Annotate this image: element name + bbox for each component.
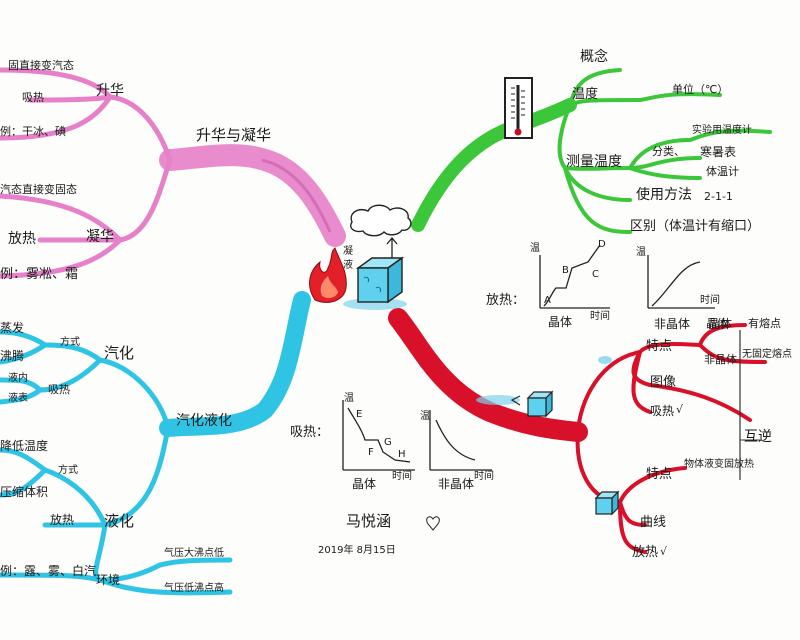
graph-point-d: D <box>598 239 606 250</box>
graph-point-e: E <box>356 409 363 420</box>
graph-release-noncrystal-axis-time: 时间 <box>700 295 720 306</box>
sublimate-heat: 吸热 <box>22 91 44 104</box>
graph-release-crystal-axis-time: 时间 <box>590 311 610 322</box>
melt-character-label: 特点 <box>646 339 673 354</box>
heart-icon <box>426 516 440 531</box>
graph-release-crystal-title: 晶体 <box>548 315 573 329</box>
graph-point-c: C <box>592 269 599 280</box>
sublimation-title: 升华与凝华 <box>196 126 272 144</box>
melt-note-top: 有熔点 <box>748 317 781 330</box>
vapor-label: 汽化 <box>104 344 135 362</box>
env-note-low-pressure: 气压低沸点高 <box>164 583 224 594</box>
usage-label: 使用方法 <box>636 187 692 203</box>
graph-point-g: G <box>384 437 392 448</box>
unit-label: 单位（℃） <box>672 83 729 96</box>
vaporization-title: 汽化液化 <box>176 413 232 429</box>
env-note-high-pressure: 气压大沸点低 <box>164 548 224 559</box>
ice-cube-icon <box>343 256 407 310</box>
graph-point-h: H <box>398 449 406 460</box>
graph-absorb-crystal-axis-time: 时间 <box>392 471 412 482</box>
liquid-mode-compress: 压缩体积 <box>0 485 49 499</box>
graph-absorb-crystal-title: 晶体 <box>352 477 377 491</box>
green-main-branch <box>411 98 577 232</box>
graph-release-crystal <box>539 244 610 309</box>
liquid-env-examples: 例：露、雾、白汽 <box>0 564 97 578</box>
melt-crystal: 晶体 <box>706 317 728 330</box>
vapor-mode-boiling: 沸腾 <box>0 349 25 363</box>
graph-absorb-noncrystal-axis-temp: 温 <box>420 411 430 422</box>
center-label-b: 液 <box>343 260 353 271</box>
degree-label: 温度 <box>572 87 599 102</box>
type-item-lab: 实验用温度计 <box>692 125 752 136</box>
freeze-note: 物体液变固放热 <box>684 459 754 470</box>
vapor-modes-label: 方式 <box>60 337 80 348</box>
graph-release-noncrystal-axis-temp: 温 <box>636 247 646 258</box>
vapor-note-surface: 液表 <box>8 393 28 404</box>
types-label: 分类、 <box>652 145 685 158</box>
freeze-release-label: 放热 <box>632 545 659 560</box>
measure-label: 测量温度 <box>566 154 622 170</box>
small-ice-cube-icon <box>476 356 612 418</box>
graph-absorb-crystal <box>342 400 415 471</box>
desublimate-heat: 放热 <box>8 231 36 247</box>
type-item-weather: 寒暑表 <box>700 145 737 159</box>
liquid-env-label: 环境 <box>96 573 121 587</box>
sublimate-label: 升华 <box>96 83 124 99</box>
red-main-branch <box>388 308 588 442</box>
cyan-sub-branches <box>0 329 233 596</box>
vapor-mode-evaporation: 蒸发 <box>0 321 25 335</box>
desublimate-label: 凝华 <box>86 229 114 245</box>
sublimate-definition: 固直接变汽态 <box>8 59 74 72</box>
cyan-main-branch <box>159 291 311 437</box>
graph-release-noncrystal-title: 非晶体 <box>654 317 691 331</box>
liquid-heat: 放热 <box>50 513 75 527</box>
pink-main-branch-shade <box>261 158 332 233</box>
graph-absorb-noncrystal-title: 非晶体 <box>438 477 475 491</box>
freeze-character-label: 特点 <box>646 467 673 482</box>
graph-release-heat-label: 放热： <box>486 293 526 308</box>
lower-ice-cube-icon <box>594 490 620 516</box>
liquid-modes-label: 方式 <box>58 465 78 476</box>
graph-absorb-crystal-axis-temp: 温 <box>344 393 354 404</box>
melt-noncrystal: 非晶体 <box>704 353 737 366</box>
reverse-label: 互逆 <box>744 429 772 445</box>
vapor-heat: 吸热 <box>48 383 70 396</box>
pink-sub-branches <box>0 67 173 279</box>
graph-release-noncrystal <box>647 255 715 309</box>
flame-icon <box>309 247 347 303</box>
melt-absorb-label: 吸热 <box>650 404 675 418</box>
freeze-release-mark: √ <box>660 545 668 558</box>
melt-note-mid: 无固定熔点 <box>742 349 792 360</box>
graph-point-a: A <box>544 295 551 306</box>
graph-absorb-heat-label: 吸热： <box>290 425 330 440</box>
melt-absorb-mark: √ <box>676 403 684 416</box>
concept-label: 概念 <box>580 49 608 65</box>
graph-absorb-noncrystal <box>429 410 492 471</box>
sublimate-example: 例：干冰、碘 <box>0 125 66 138</box>
type-item-body: 体温计 <box>706 165 739 178</box>
melt-image-label: 图像 <box>650 375 677 390</box>
liquid-mode-cooling: 降低温度 <box>0 439 49 453</box>
center-label-a: 凝 <box>343 246 353 257</box>
desublimate-definition: 汽态直接变固态 <box>0 183 77 196</box>
graph-absorb-noncrystal-axis-time: 时间 <box>474 471 494 482</box>
thermometer-icon <box>504 77 533 139</box>
desublimate-example: 例：雾凇、霜 <box>0 267 79 282</box>
cloud-icon <box>350 204 412 237</box>
signature-date: 2019年 8月15日 <box>318 545 396 556</box>
graph-point-f: F <box>368 447 374 458</box>
difference-label: 区别（体温计有缩口） <box>630 219 761 234</box>
usage-note: 2-1-1 <box>704 190 733 203</box>
graph-point-b: B <box>562 265 569 276</box>
graph-release-noncrystal-crystal: 晶体 <box>708 317 733 331</box>
liquid-label: 液化 <box>104 512 135 530</box>
graph-release-crystal-axis-temp: 温 <box>530 243 540 254</box>
signature-name: 马悦涵 <box>346 512 392 530</box>
green-sub-branches <box>557 68 772 234</box>
freeze-curve-label: 曲线 <box>640 515 667 530</box>
vapor-note-inner: 液内 <box>8 373 28 384</box>
